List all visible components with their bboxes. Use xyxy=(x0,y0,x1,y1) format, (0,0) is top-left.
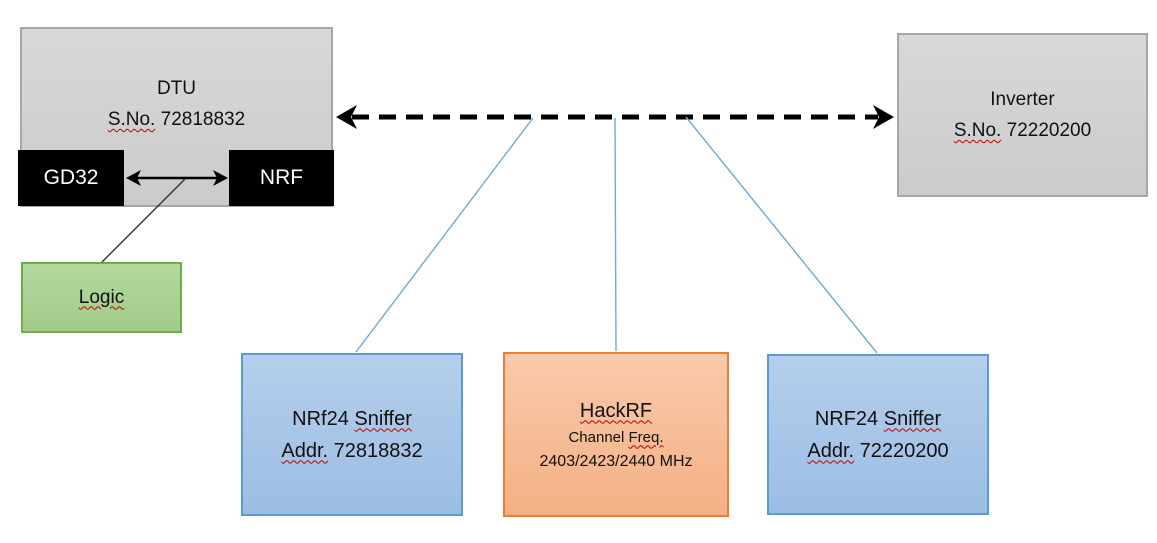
dtu-title: DTU xyxy=(156,78,197,99)
logic-label: Logic xyxy=(78,286,125,308)
gd32-box: GD32 xyxy=(18,150,124,206)
inverter-title: Inverter xyxy=(990,89,1055,110)
logic-box: Logic xyxy=(21,262,182,333)
inverter-serial-value: 72220200 xyxy=(1006,120,1092,141)
dashed-arrowhead-left-icon xyxy=(336,105,357,129)
inverter-box: Inverter S.No. 72220200 xyxy=(897,33,1148,197)
sniffer-right-line1: NRF24 Sniffer xyxy=(814,407,942,430)
link-to-hackrf-line xyxy=(614,117,617,352)
gd32-label: GD32 xyxy=(43,166,99,189)
nrf-label: NRF xyxy=(259,166,304,189)
dtu-serial-label: S.No. xyxy=(107,109,156,130)
link-to-sniffer-left-line xyxy=(355,117,534,353)
link-to-sniffer-right-line xyxy=(685,116,878,354)
sniffer-left-box: NRf24 Sniffer Addr. 72818832 xyxy=(241,353,463,516)
sniffer-left-line2: Addr. 72818832 xyxy=(281,439,423,462)
sniffer-right-box: NRF24 Sniffer Addr. 72220200 xyxy=(767,354,989,515)
inverter-serial-label: S.No. xyxy=(953,120,1002,141)
sniffer-right-line2: Addr. 72220200 xyxy=(807,439,949,462)
hackrf-title: HackRF xyxy=(579,399,653,422)
hackrf-channel-line: Channel Freq. xyxy=(568,428,664,446)
inverter-serial: S.No. 72220200 xyxy=(954,115,1091,146)
hackrf-freq-line: 2403/2423/2440 MHz xyxy=(539,452,693,470)
nrf-box: NRF xyxy=(229,150,334,206)
dtu-serial: S.No. 72818832 xyxy=(108,104,245,135)
sniffer-left-line1: NRf24 Sniffer xyxy=(292,407,412,430)
hackrf-box: HackRF Channel Freq. 2403/2423/2440 MHz xyxy=(503,352,729,517)
dashed-arrowhead-right-icon xyxy=(873,105,894,129)
dtu-serial-value: 72818832 xyxy=(160,109,246,130)
